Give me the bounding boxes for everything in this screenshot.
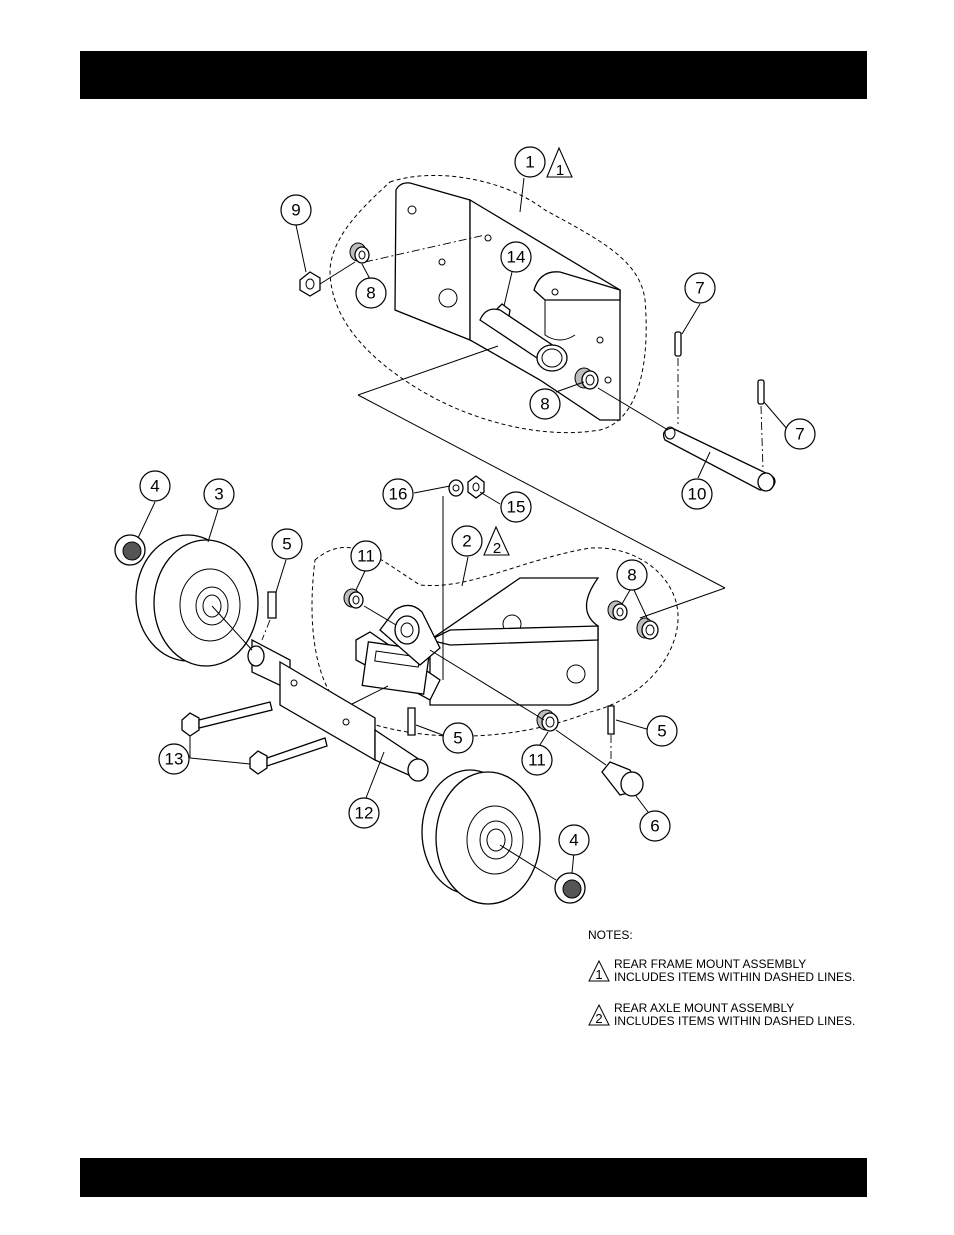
callout-4-a: 4 (140, 471, 170, 501)
svg-text:5: 5 (282, 535, 291, 554)
washer-4-right (555, 873, 585, 903)
svg-text:4: 4 (569, 831, 578, 850)
axle-mount-bracket (430, 578, 598, 705)
svg-text:12: 12 (355, 804, 374, 823)
svg-text:11: 11 (357, 547, 375, 566)
callout-3: 3 (204, 479, 234, 509)
svg-text:4: 4 (150, 477, 159, 496)
svg-text:2: 2 (493, 540, 501, 557)
footer-bar (80, 1158, 867, 1197)
bushing-11-lower (537, 710, 558, 731)
svg-text:2: 2 (595, 1011, 602, 1026)
svg-text:13: 13 (165, 750, 184, 769)
callout-5-c: 5 (443, 723, 473, 753)
svg-text:10: 10 (688, 485, 707, 504)
callout-7-a: 7 (685, 273, 715, 303)
callout-7-b: 7 (785, 419, 815, 449)
callout-8-c: 8 (617, 560, 647, 590)
note-1: 1 REAR FRAME MOUNT ASSEMBLY INCLUDES ITE… (588, 958, 855, 984)
washer-4-left (115, 535, 145, 565)
callout-5-a: 5 (272, 529, 302, 559)
wheel-3-left (136, 535, 258, 666)
bolt-13-upper (182, 702, 272, 736)
svg-text:1: 1 (525, 153, 534, 172)
svg-text:1: 1 (556, 162, 564, 179)
bushing-8-lower-b (637, 618, 658, 639)
washer-16 (449, 480, 463, 496)
svg-text:3: 3 (214, 485, 223, 504)
lock-nut-15 (468, 476, 484, 498)
callout-8-a: 8 (356, 278, 386, 308)
callout-12: 12 (349, 798, 379, 828)
clevis-pin-6 (602, 762, 643, 796)
callout-1-note-triangle: 1 (547, 148, 572, 179)
svg-text:7: 7 (795, 425, 804, 444)
svg-text:9: 9 (291, 201, 300, 220)
svg-text:11: 11 (528, 751, 546, 770)
pivot-pin-10 (664, 427, 775, 491)
callout-15: 15 (501, 492, 531, 522)
svg-text:5: 5 (453, 729, 462, 748)
callout-2: 2 (452, 526, 482, 556)
note-1-triangle-icon: 1 (588, 960, 610, 982)
callout-6: 6 (640, 811, 670, 841)
callout-2-note-triangle: 2 (484, 527, 509, 557)
roll-pin-7-left (675, 332, 681, 356)
svg-text:2: 2 (462, 532, 471, 551)
svg-text:16: 16 (389, 485, 408, 504)
callout-16: 16 (383, 479, 413, 509)
notes-title: NOTES: (588, 928, 855, 942)
note-1-line-2: INCLUDES ITEMS WITHIN DASHED LINES. (614, 971, 855, 984)
svg-text:1: 1 (595, 967, 602, 982)
cotter-pin-5-left (268, 592, 276, 618)
bolt-13-lower (250, 738, 327, 774)
svg-text:8: 8 (366, 284, 375, 303)
wheel-right (422, 770, 540, 904)
cotter-pin-5-middle (408, 708, 415, 735)
note-2-triangle-icon: 2 (588, 1004, 610, 1026)
svg-text:15: 15 (507, 498, 526, 517)
callout-8-b: 8 (530, 389, 560, 419)
note-2: 2 REAR AXLE MOUNT ASSEMBLY INCLUDES ITEM… (588, 1002, 855, 1028)
callout-1: 1 (515, 147, 545, 177)
note-2-line-2: INCLUDES ITEMS WITHIN DASHED LINES. (614, 1015, 855, 1028)
svg-text:8: 8 (627, 566, 636, 585)
callout-4-b: 4 (559, 825, 589, 855)
callout-14: 14 (501, 242, 531, 272)
nut-9 (300, 272, 320, 296)
notes-block: NOTES: 1 REAR FRAME MOUNT ASSEMBLY INCLU… (588, 928, 855, 1046)
callout-10: 10 (682, 479, 712, 509)
svg-text:7: 7 (695, 279, 704, 298)
cotter-pin-5-right (608, 706, 614, 734)
callout-11-a: 11 (351, 541, 381, 571)
bushing-11-upper (344, 589, 363, 608)
callout-11-b: 11 (522, 745, 552, 775)
bushing-8-lower-a (608, 601, 627, 620)
callout-13: 13 (159, 744, 189, 774)
svg-text:8: 8 (540, 395, 549, 414)
svg-text:6: 6 (650, 817, 659, 836)
roll-pin-7-right (758, 380, 764, 404)
callout-5-b: 5 (647, 716, 677, 746)
svg-text:5: 5 (657, 722, 666, 741)
bushing-8-upper-left (350, 243, 369, 263)
callout-9: 9 (281, 195, 311, 225)
svg-text:14: 14 (507, 248, 526, 267)
